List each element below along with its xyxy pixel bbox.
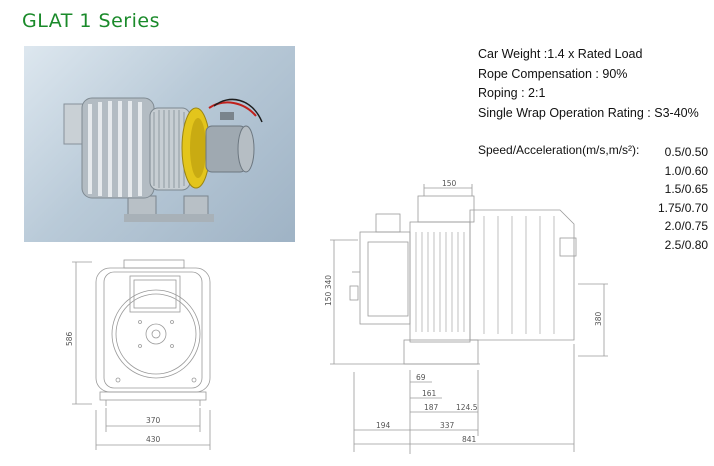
speed-acceleration-values: 0.5/0.50 1.0/0.60 1.5/0.65 1.75/0.70 2.0… bbox=[658, 143, 708, 255]
speed-acceleration-label: Speed/Acceleration(m/s,m/s²): bbox=[478, 143, 640, 157]
speed-value: 0.5/0.50 bbox=[664, 145, 709, 159]
speed-acceleration-table: Speed/Acceleration(m/s,m/s²): 0.5/0.50 1… bbox=[478, 143, 708, 252]
front-dim-outer-width: 430 bbox=[146, 435, 161, 444]
spec-operation-rating: Single Wrap Operation Rating : S3-40% bbox=[478, 105, 699, 120]
spec-roping: Roping : 2:1 bbox=[478, 86, 546, 100]
speed-value: 1.5/0.65 bbox=[664, 182, 709, 197]
page-title: GLAT 1 Series bbox=[22, 10, 160, 32]
side-dim-841: 841 bbox=[462, 435, 477, 444]
side-dim-124-5: 124.5 bbox=[456, 403, 478, 412]
side-dim-right-vertical: 380 bbox=[594, 311, 603, 326]
side-dim-187: 187 bbox=[424, 403, 439, 412]
speed-value: 2.5/0.80 bbox=[664, 237, 709, 252]
front-dim-height: 586 bbox=[65, 331, 74, 346]
product-photo bbox=[24, 46, 295, 242]
side-dim-69: 69 bbox=[416, 373, 426, 382]
side-dim-161: 161 bbox=[422, 389, 437, 398]
speed-value: 1.75/0.70 bbox=[658, 200, 709, 215]
side-dim-337: 337 bbox=[440, 421, 455, 430]
spec-car-weight: Car Weight :1.4 x Rated Load bbox=[478, 47, 643, 61]
side-dim-194: 194 bbox=[376, 421, 391, 430]
spec-list: Car Weight :1.4 x Rated Load Rope Compen… bbox=[478, 45, 699, 123]
speed-value: 1.0/0.60 bbox=[664, 163, 709, 178]
spec-rope-compensation: Rope Compensation : 90% bbox=[478, 66, 628, 81]
front-dim-inner-width: 370 bbox=[146, 416, 161, 425]
side-view-drawing bbox=[330, 184, 608, 454]
speed-value: 2.0/0.75 bbox=[664, 219, 709, 234]
traction-machine-illustration bbox=[63, 97, 263, 222]
side-dim-left-vertical: 150 340 bbox=[324, 275, 333, 306]
front-view-drawing bbox=[72, 259, 211, 450]
side-dim-top: 150 bbox=[442, 179, 457, 188]
